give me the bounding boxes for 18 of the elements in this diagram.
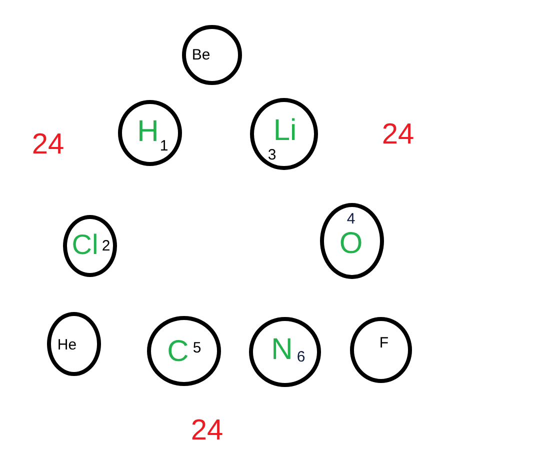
atomic-number: 6 [296, 350, 306, 364]
number-label: 24 [32, 130, 64, 160]
atomic-number: 3 [268, 148, 276, 162]
number-label: 24 [382, 120, 414, 150]
element-symbol: O [339, 229, 363, 259]
element-symbol: Be [192, 48, 210, 62]
number-label: 24 [190, 416, 224, 446]
atomic-number: 5 [192, 340, 202, 356]
element-symbol: He [57, 338, 77, 352]
element-symbol: N [271, 335, 293, 365]
element-symbol: Cl [72, 231, 98, 259]
element-symbol: H [137, 117, 159, 147]
atomic-number: 2 [102, 238, 110, 254]
atomic-number: 1 [160, 138, 168, 154]
atomic-number: 4 [346, 212, 356, 226]
element-symbol: C [167, 337, 189, 367]
element-symbol: Li [273, 116, 297, 146]
element-symbol: F [379, 336, 389, 350]
